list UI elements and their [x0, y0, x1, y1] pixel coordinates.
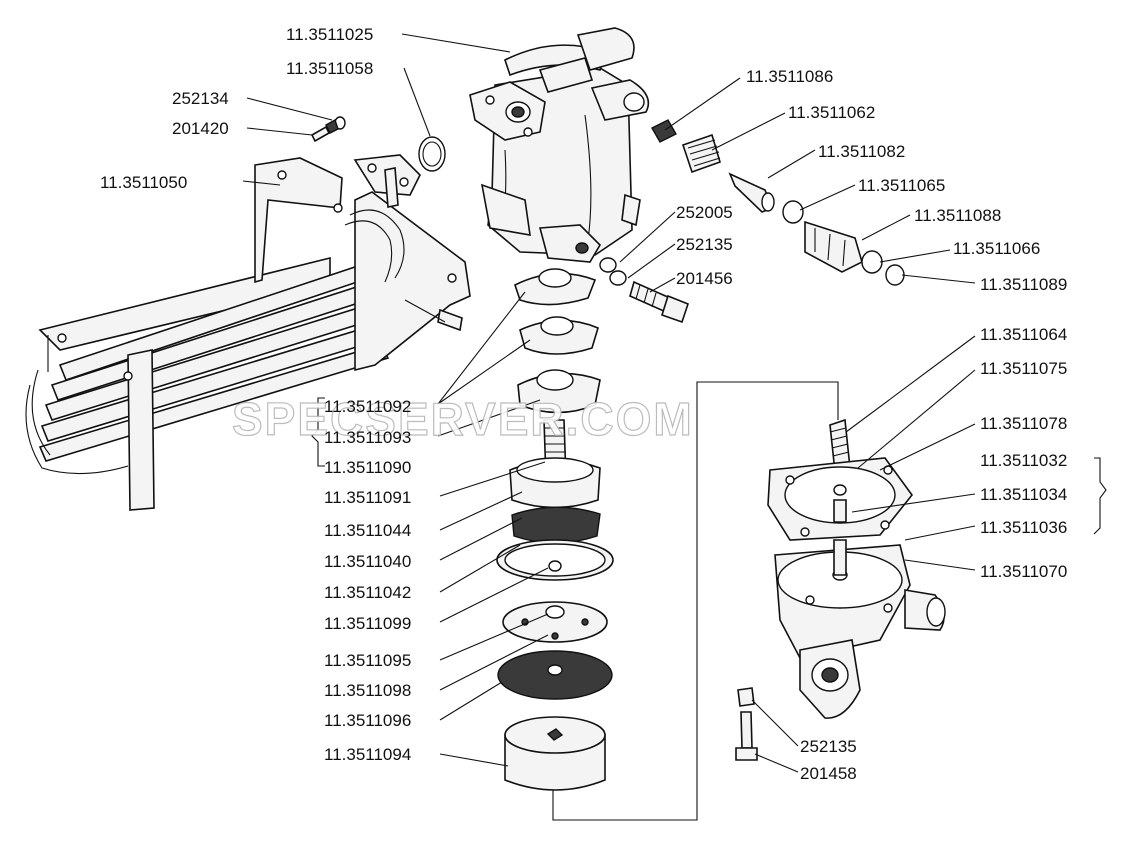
part-label-11-3511058: 11.3511058 — [286, 59, 374, 78]
part-label-11-3511096: 11.3511096 — [324, 711, 412, 730]
part-label-252135-upper: 252135 — [676, 235, 733, 254]
part-label-11-3511086: 11.3511086 — [746, 67, 834, 86]
housing-hardware — [599, 257, 689, 324]
part-label-11-3511075: 11.3511075 — [980, 359, 1068, 378]
part-label-11-3511070: 11.3511070 — [980, 562, 1068, 581]
part-label-11-3511098: 11.3511098 — [324, 681, 412, 700]
coil-cooler — [25, 154, 471, 511]
filter-housing — [469, 27, 650, 263]
part-label-11-3511032: 11.3511032 — [980, 451, 1068, 470]
label-brackets — [311, 397, 1107, 535]
part-label-11-3511093: 11.3511093 — [324, 428, 412, 447]
part-label-201420: 201420 — [172, 119, 229, 138]
part-label-11-3511066: 11.3511066 — [953, 239, 1041, 258]
watermark: SPECSERVER.COM — [231, 393, 694, 445]
part-label-11-3511025: 11.3511025 — [286, 25, 374, 44]
part-label-11-3511042: 11.3511042 — [324, 583, 412, 602]
part-label-11-3511088: 11.3511088 — [914, 206, 1002, 225]
part-label-11-3511050: 11.3511050 — [100, 173, 188, 192]
part-label-11-3511044: 11.3511044 — [324, 521, 412, 540]
leader-lines — [242, 33, 976, 773]
part-label-11-3511034: 11.3511034 — [980, 485, 1068, 504]
part-label-252005: 252005 — [676, 203, 733, 222]
part-label-201456: 201456 — [676, 269, 733, 288]
filter-element-stack — [496, 268, 614, 791]
bypass-valve-parts — [651, 119, 905, 286]
part-label-11-3511036: 11.3511036 — [980, 518, 1068, 537]
part-label-201458: 201458 — [800, 764, 857, 783]
part-label-252135-lower: 252135 — [800, 737, 857, 756]
valve-cover-assembly — [767, 418, 946, 719]
part-label-252134: 252134 — [172, 89, 229, 108]
assembly-bracket-line — [552, 381, 839, 821]
part-label-11-3511089: 11.3511089 — [980, 275, 1068, 294]
part-label-11-3511082: 11.3511082 — [818, 142, 906, 161]
part-label-11-3511094: 11.3511094 — [324, 745, 412, 764]
part-label-11-3511078: 11.3511078 — [980, 414, 1068, 433]
part-label-11-3511090: 11.3511090 — [324, 458, 412, 477]
part-label-11-3511040: 11.3511040 — [324, 552, 412, 571]
part-label-11-3511092: 11.3511092 — [324, 397, 412, 416]
bolt-washer-set — [310, 116, 346, 143]
part-label-11-3511062: 11.3511062 — [788, 103, 876, 122]
lower-bolt-nut — [735, 687, 758, 761]
part-label-11-3511091: 11.3511091 — [324, 488, 412, 507]
part-label-11-3511099: 11.3511099 — [324, 614, 412, 633]
part-label-11-3511065: 11.3511065 — [858, 176, 946, 195]
part-label-11-3511064: 11.3511064 — [980, 325, 1068, 344]
part-label-11-3511095: 11.3511095 — [324, 651, 412, 670]
